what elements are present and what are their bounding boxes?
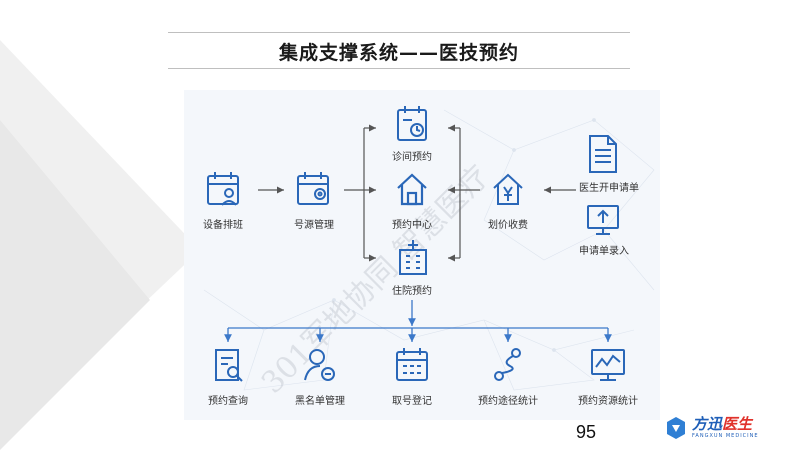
node-channel-stats: 预约途径统计 xyxy=(478,394,538,407)
node-clinic-appointment: 诊间预约 xyxy=(392,150,432,163)
node-blacklist: 黑名单管理 xyxy=(295,394,345,407)
title-bar: 集成支撑系统——医技预约 xyxy=(168,32,630,70)
clinic-appointment-icon xyxy=(397,106,427,141)
resource-stats-icon xyxy=(591,349,625,381)
number-source-icon xyxy=(297,172,329,205)
pricing-charge-icon xyxy=(493,173,523,205)
logo-subtitle: FANGXUN MEDICINE xyxy=(692,433,759,439)
page-number: 95 xyxy=(576,422,597,442)
doctor-request-icon xyxy=(589,135,617,173)
appointment-query-icon xyxy=(215,349,243,382)
logo-name: 方迅医生 xyxy=(692,413,752,434)
node-appointment-query: 预约查询 xyxy=(208,394,248,407)
logo-name-part1: 方迅 xyxy=(692,415,723,433)
node-pricing-charge: 划价收费 xyxy=(488,218,528,231)
bottom-distribution xyxy=(224,300,612,342)
node-request-entry: 申请单录入 xyxy=(579,244,629,257)
page-title: 集成支撑系统——医技预约 xyxy=(278,42,519,64)
ticket-checkin-icon xyxy=(396,348,428,381)
flow-diagram: 301军地协同 智慧医疗 设备排班 号源管理 xyxy=(203,106,655,407)
device-schedule-icon xyxy=(207,172,239,206)
logo-mark-icon xyxy=(667,417,685,439)
node-resource-stats: 预约资源统计 xyxy=(578,394,638,407)
node-device-schedule: 设备排班 xyxy=(203,218,243,231)
node-ticket-checkin: 取号登记 xyxy=(392,394,432,407)
background-decoration xyxy=(0,40,200,450)
channel-stats-icon xyxy=(494,348,521,381)
diagram-canvas: 301军地协同 智慧医疗 设备排班 号源管理 xyxy=(184,90,660,420)
left-bracket xyxy=(344,124,376,262)
node-inpatient-appointment: 住院预约 xyxy=(392,284,432,297)
right-bracket xyxy=(448,124,480,262)
title-rule-top xyxy=(168,32,630,33)
inpatient-appointment-icon xyxy=(399,240,427,275)
node-doctor-request: 医生开申请单 xyxy=(579,181,639,194)
logo-name-part2: 医生 xyxy=(722,415,753,433)
company-logo: 方迅医生 FANGXUN MEDICINE xyxy=(664,410,774,444)
blacklist-icon xyxy=(304,349,335,381)
title-rule-bottom xyxy=(168,68,630,69)
appointment-center-icon xyxy=(397,173,427,206)
node-number-source: 号源管理 xyxy=(294,218,334,231)
node-appointment-center: 预约中心 xyxy=(392,218,432,231)
request-entry-icon xyxy=(587,205,619,235)
